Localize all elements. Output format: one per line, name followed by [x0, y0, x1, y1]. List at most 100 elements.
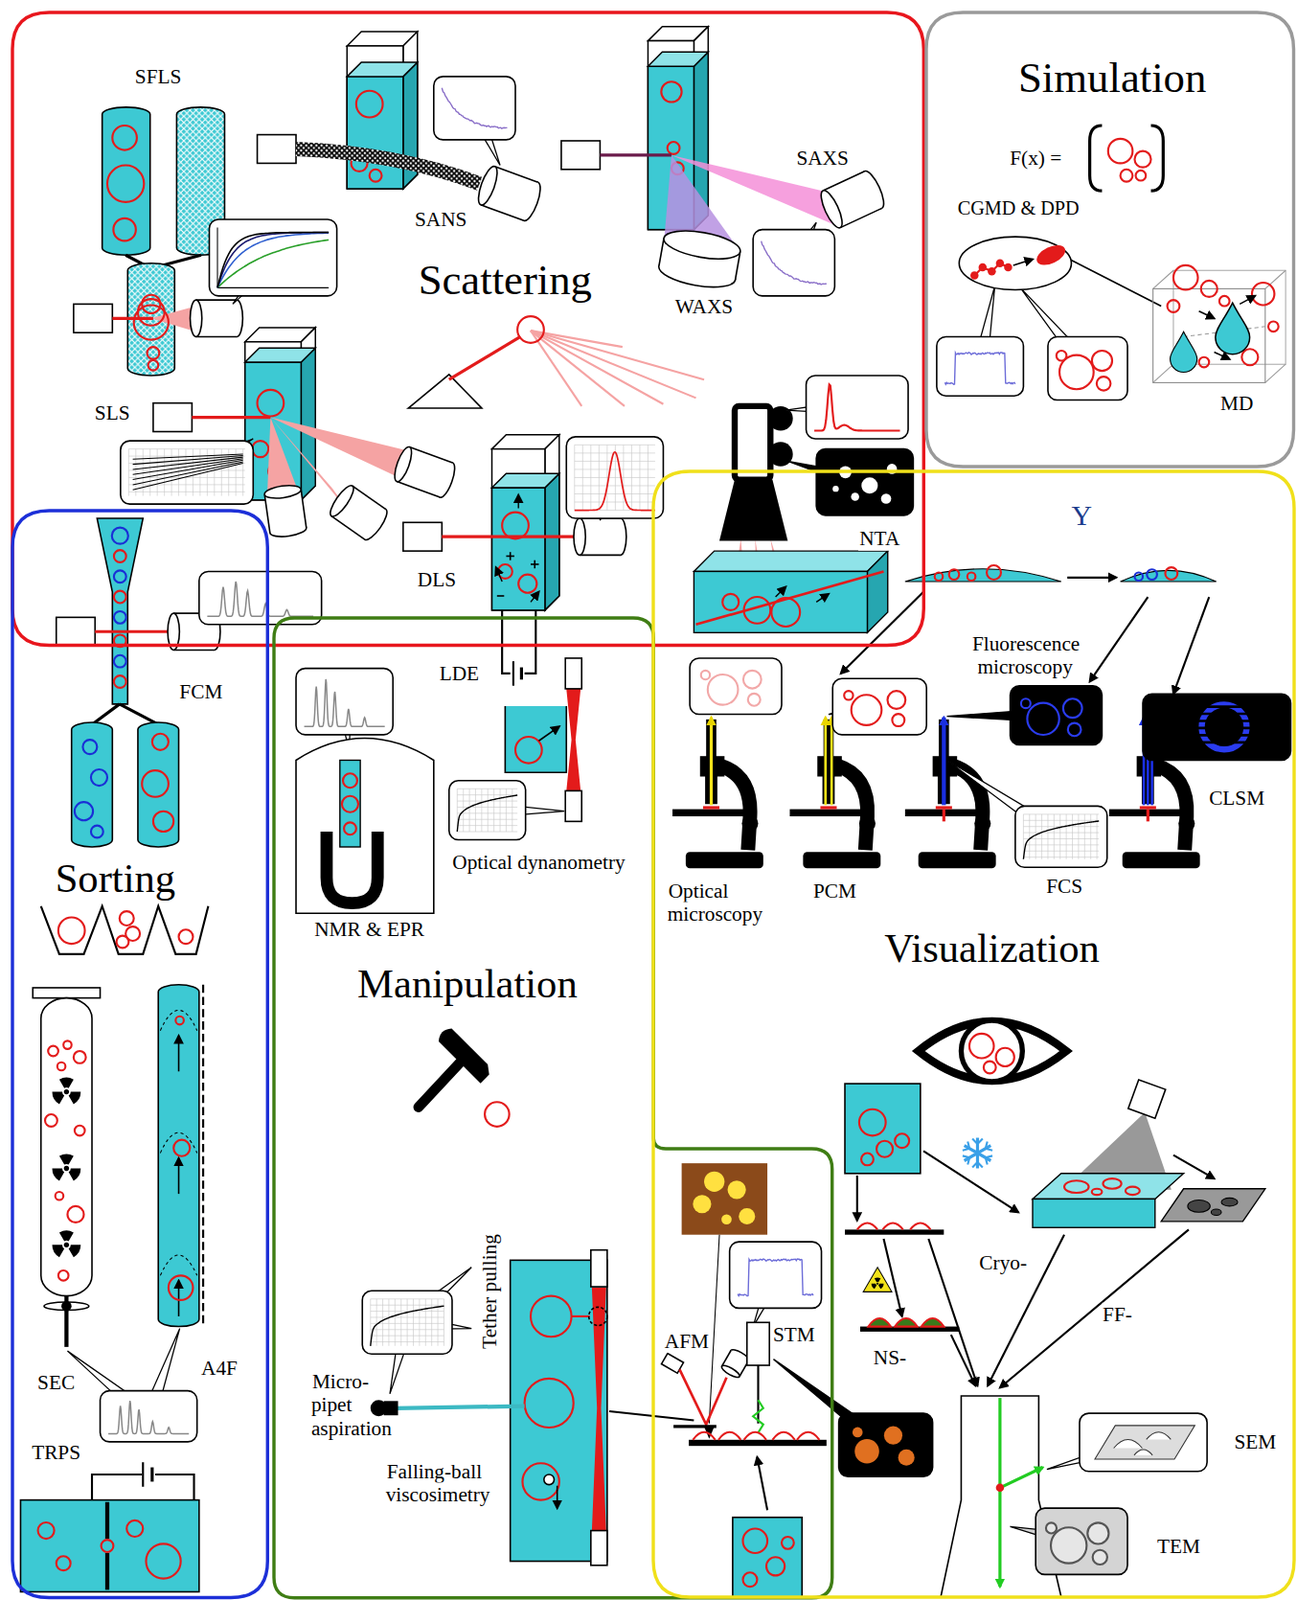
- hammer-handle: [418, 1061, 462, 1108]
- vesicle: [701, 670, 710, 680]
- plot-grid: [574, 477, 656, 478]
- vesicle: [851, 694, 883, 726]
- plot-grid: [128, 448, 245, 450]
- callout-bubble: [433, 76, 516, 166]
- vesicle: [1134, 151, 1151, 168]
- substrate: [688, 1439, 827, 1446]
- plot-grid: [425, 1298, 427, 1346]
- vesicle: [983, 1061, 997, 1074]
- adsorbed-vesicle: [718, 1432, 741, 1440]
- vesicle: [341, 796, 359, 813]
- symbol-ground: [49, 1075, 83, 1109]
- vesicle: [1068, 723, 1082, 737]
- callout-bubble: [773, 1359, 933, 1477]
- vesicle: [771, 597, 800, 627]
- region-border: [12, 510, 268, 1598]
- label-holder: Optical dynanometry: [451, 850, 626, 875]
- plot-line: [133, 458, 244, 476]
- particle-dot: [852, 1427, 864, 1438]
- vesicle: [859, 1109, 887, 1137]
- plot-grid: [387, 1298, 389, 1346]
- vesicle: [47, 1046, 59, 1057]
- detector-edge: [173, 649, 215, 652]
- region-panel: Manipulation: [273, 617, 833, 1598]
- plot-grid: [1035, 814, 1037, 860]
- vesicle: [522, 1462, 559, 1500]
- arrow: [496, 567, 502, 582]
- cuvette: [492, 434, 560, 611]
- radiation-symbol: [49, 1228, 83, 1261]
- replica-pit: [1187, 1200, 1210, 1213]
- label-holder: MD: [1219, 391, 1254, 416]
- region-heading-holder: Sorting: [55, 854, 176, 902]
- arrow: [816, 593, 829, 603]
- arrow: [775, 586, 787, 597]
- sample-cell: [510, 1259, 608, 1561]
- microscope-head: [817, 755, 842, 776]
- arrow: [1239, 295, 1255, 305]
- callout-box: [208, 219, 337, 296]
- detector-edge: [409, 447, 453, 463]
- scattered-light: [270, 417, 406, 479]
- callout-bubble: [752, 222, 835, 296]
- vesicle: [1167, 299, 1181, 313]
- laser-source: [56, 616, 95, 646]
- vesicle: [251, 440, 269, 457]
- column-outlet: [64, 1296, 69, 1347]
- snowflake-spoke: [982, 1140, 990, 1148]
- link-line: [1069, 259, 1161, 307]
- radiation-symbol: [871, 1276, 885, 1289]
- callout-bubble: [689, 658, 782, 715]
- beaker: [844, 1083, 921, 1174]
- plot-grid: [1059, 814, 1061, 860]
- callout-box: [566, 436, 663, 519]
- sort-branch: [119, 704, 159, 725]
- scattered-ray: [530, 330, 705, 380]
- plot-grid: [370, 1316, 445, 1318]
- detector-box: [565, 790, 582, 821]
- vesicle: [1026, 703, 1059, 735]
- snowflake: [961, 1137, 994, 1169]
- plot-grid: [1023, 850, 1099, 852]
- vesicle: [356, 91, 384, 118]
- arrow: [1000, 1467, 1044, 1488]
- micropipette: [395, 1406, 524, 1409]
- flow-nozzle: [96, 518, 143, 705]
- bead: [970, 271, 979, 280]
- callout-box: [449, 780, 526, 841]
- droplet-lens: [905, 568, 1062, 582]
- callout-box: [1142, 693, 1291, 760]
- detector: [720, 1347, 751, 1380]
- bracket: [1151, 125, 1164, 191]
- trapped-bead: [589, 1306, 608, 1325]
- battery-plate: [520, 667, 524, 681]
- adsorbed-vesicle: [796, 1432, 820, 1440]
- arrow: [1090, 596, 1149, 682]
- scattered-ray: [530, 330, 697, 398]
- detector-edge: [331, 516, 365, 540]
- plot-grid: [1028, 814, 1030, 860]
- vesicle: [530, 1296, 572, 1338]
- technique-label: CLSM: [1207, 786, 1266, 811]
- vesicle: [126, 1520, 143, 1537]
- plot-grid: [370, 1322, 445, 1324]
- snowflake-spoke: [972, 1138, 978, 1144]
- vesicle: [887, 690, 906, 709]
- afm-laser: [679, 1368, 727, 1425]
- vesicle: [722, 593, 739, 611]
- vesicle: [1092, 1549, 1108, 1565]
- technique-label: A4F: [200, 1355, 239, 1380]
- plot-line: [206, 581, 314, 616]
- detector-face: [817, 187, 846, 230]
- plot-grid: [456, 831, 518, 833]
- callout-bubble: [785, 375, 909, 439]
- plot-line: [217, 232, 329, 288]
- trefoil-center: [876, 1282, 879, 1285]
- particle-dot: [884, 1426, 903, 1445]
- region-border: [926, 12, 1295, 467]
- technique-label: AFM: [663, 1329, 710, 1354]
- cuvette-face: [492, 473, 560, 488]
- laser-beam: [112, 317, 154, 320]
- detector-edge: [196, 298, 238, 301]
